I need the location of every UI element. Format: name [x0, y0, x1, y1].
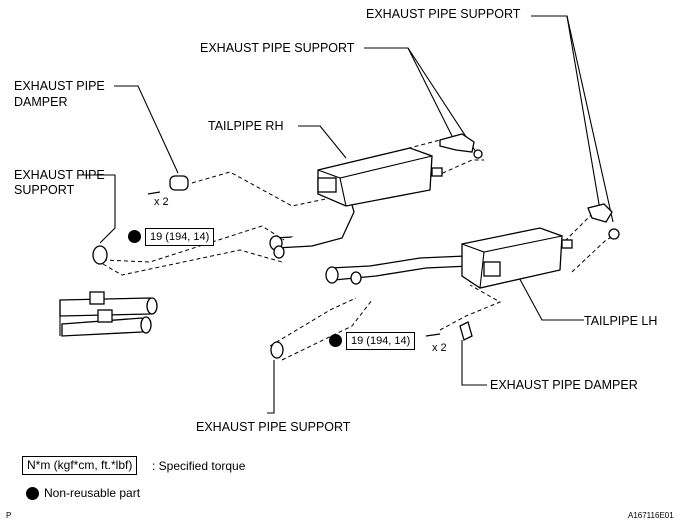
label-exhaust-pipe-support-top-right: EXHAUST PIPE SUPPORT: [366, 7, 521, 21]
label-tailpipe-rh: TAILPIPE RH: [208, 119, 284, 133]
label-exhaust-pipe-support-left-2: SUPPORT: [14, 183, 75, 197]
leader-lines: [78, 15, 614, 414]
nonreusable-marker-left: [128, 230, 141, 243]
nonreusable-marker-right: [329, 334, 342, 347]
label-qty-right: x 2: [432, 342, 447, 354]
legend-nonreusable-dot: [26, 487, 39, 500]
front-exhaust-pipes: [59, 291, 158, 337]
label-exhaust-pipe-support-top-mid: EXHAUST PIPE SUPPORT: [200, 41, 355, 55]
label-qty-left: x 2: [154, 196, 169, 208]
legend-nonreusable-text: Non-reusable part: [44, 486, 141, 500]
label-exhaust-pipe-damper-right: EXHAUST PIPE DAMPER: [490, 378, 638, 392]
legend-torque-unit: N*m (kgf*cm, ft.*lbf): [22, 456, 138, 475]
torque-box-left: 19 (194, 14): [145, 228, 215, 246]
torque-box-right: 19 (194, 14): [346, 332, 416, 350]
tailpipe-lh-part: [325, 227, 573, 289]
label-exhaust-pipe-support-left-1: EXHAUST PIPE: [14, 168, 105, 182]
label-tailpipe-lh: TAILPIPE LH: [584, 314, 658, 328]
label-exhaust-pipe-support-bottom: EXHAUST PIPE SUPPORT: [196, 420, 351, 434]
figure-id: A167116E01: [628, 511, 674, 520]
label-exhaust-pipe-damper-left-2: DAMPER: [14, 95, 68, 109]
tailpipe-rh-part: [269, 147, 443, 259]
corner-letter: P: [6, 511, 12, 520]
hangers: [92, 133, 620, 359]
label-exhaust-pipe-damper-left-1: EXHAUST PIPE: [14, 79, 105, 93]
legend-torque-desc: : Specified torque: [152, 459, 246, 473]
